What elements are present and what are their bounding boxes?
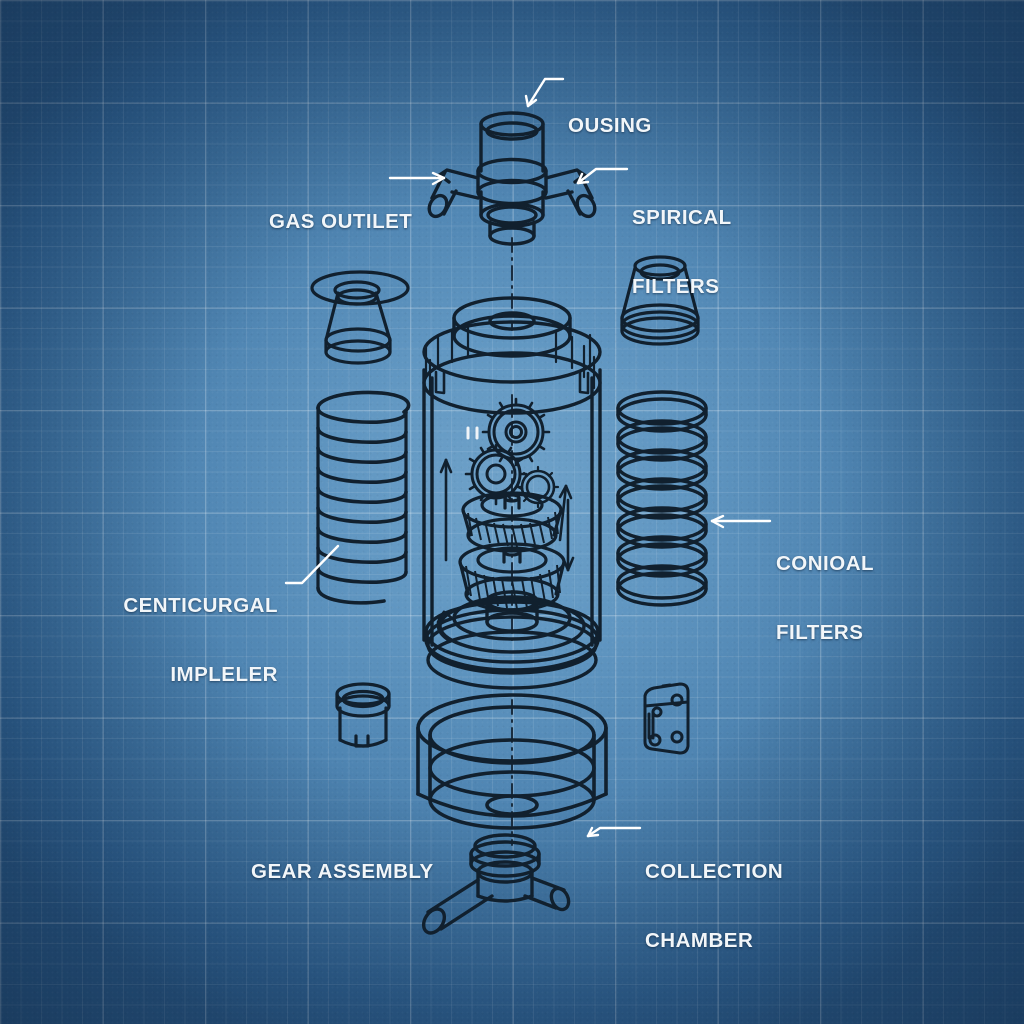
detail-marks	[466, 426, 479, 440]
part-drain-manifold	[421, 833, 571, 935]
label-collection-chamber-line1: COLLECTION	[645, 859, 784, 883]
label-collection-chamber-line2: CHAMBER	[645, 928, 754, 952]
label-spirical-filters-line1: SPIRICAL	[632, 205, 732, 229]
label-conical-filters-line2: FILTERS	[776, 620, 864, 644]
label-gas-outlet: GAS OUTILET	[269, 165, 412, 280]
part-spiral-coil	[316, 390, 411, 605]
label-gas-outlet-line1: GAS OUTILET	[269, 209, 413, 233]
part-helical-gear-upper	[461, 491, 563, 553]
part-bushing-cup	[335, 682, 391, 748]
part-impeller-disc	[424, 590, 600, 672]
label-spirical-filters: SPIRICAL FILTERS	[632, 161, 732, 345]
part-collection-bowl	[416, 693, 608, 830]
part-top-manifold	[476, 111, 548, 246]
label-housing-line1: OUSING	[568, 113, 652, 137]
part-spur-gear-upper	[481, 397, 551, 467]
label-conical-filters: CONIOAL FILTERS	[776, 507, 874, 691]
part-cone-left	[310, 270, 410, 365]
part-bolt-block	[643, 682, 690, 755]
label-centrifugal-impeller-line1: CENTICURGAL	[123, 593, 278, 617]
label-centrifugal-impeller: CENTICURGAL IMPLELER	[0, 549, 278, 733]
flow-arrows	[436, 458, 575, 642]
part-cone-right	[620, 255, 700, 346]
gas-outlet-branch-left	[427, 168, 480, 219]
leader-lines	[284, 77, 772, 838]
label-centrifugal-impeller-line2: IMPLELER	[170, 662, 278, 686]
part-disc-filter-stack	[616, 390, 708, 607]
label-spirical-filters-line2: FILTERS	[632, 274, 720, 298]
label-housing: OUSING	[568, 69, 652, 184]
label-gear-assembly: GEAR ASSEMBLY	[251, 815, 434, 930]
label-collection-chamber: COLLECTION CHAMBER	[645, 815, 783, 999]
label-gear-assembly-line1: GEAR ASSEMBLY	[251, 859, 434, 883]
label-conical-filters-line1: CONIOAL	[776, 551, 875, 575]
